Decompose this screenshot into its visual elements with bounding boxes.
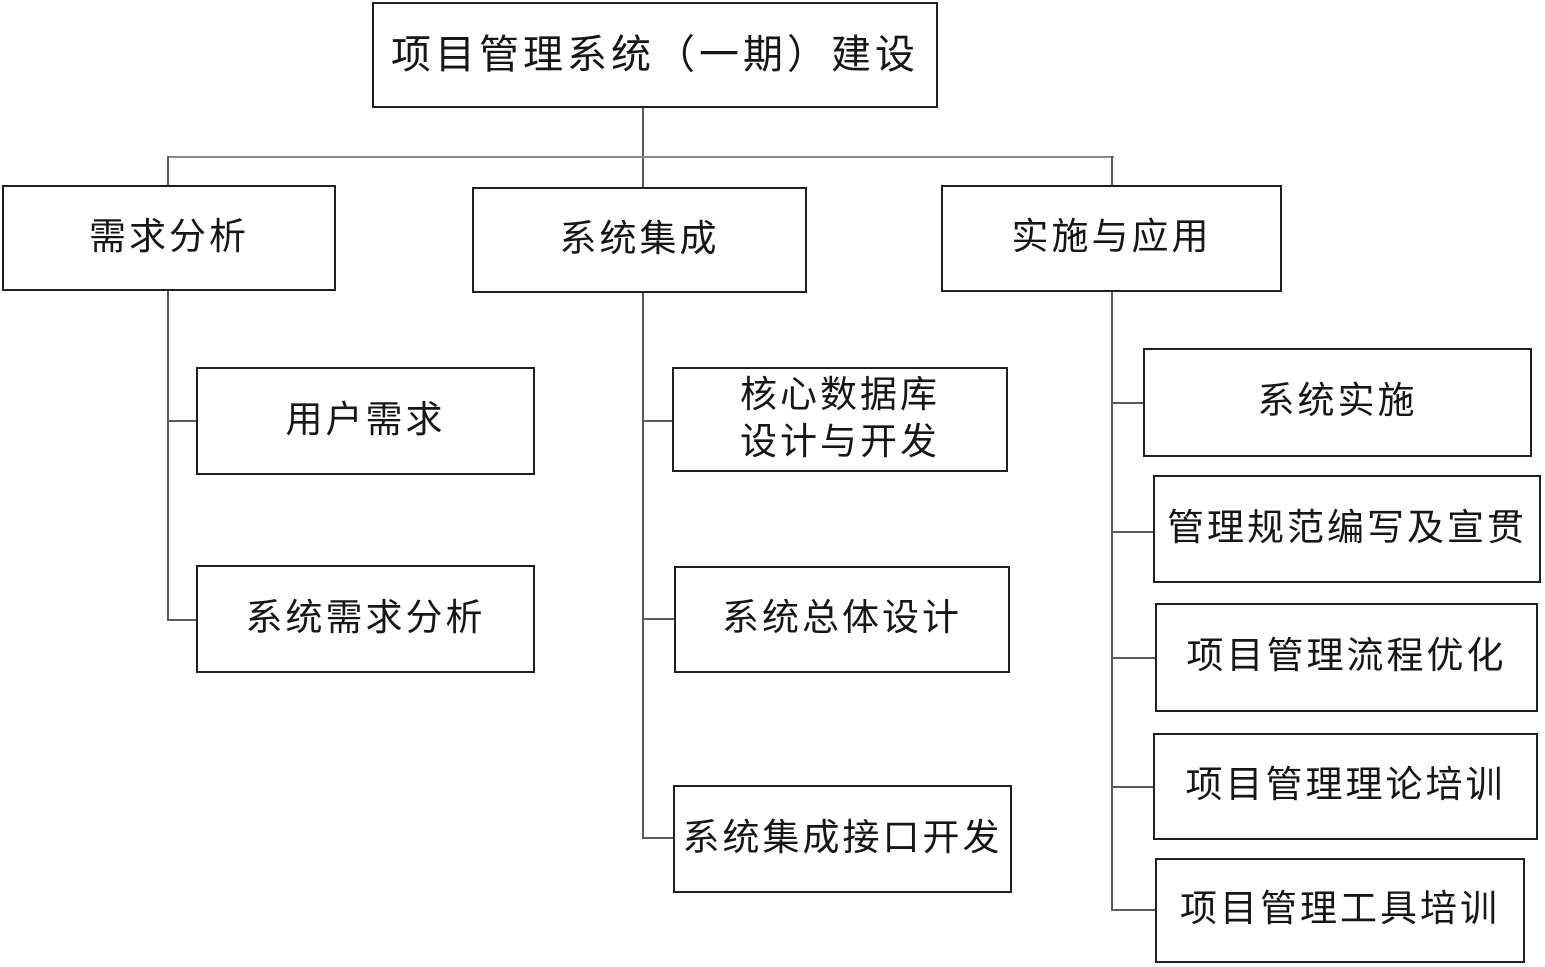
connector-trunk-left: [167, 291, 169, 621]
leaf-node-project-management-tool-training: 项目管理工具培训: [1155, 858, 1525, 963]
connector-stub-middle-3: [642, 837, 674, 839]
leaf-node-system-implementation: 系统实施: [1143, 348, 1532, 457]
leaf-node-system-overall-design: 系统总体设计: [674, 566, 1010, 673]
connector-trunk-right: [1111, 292, 1113, 911]
connector-stub-right-3: [1111, 657, 1156, 659]
connector-trunk-middle: [642, 293, 644, 839]
leaf-node-project-management-process-optimization: 项目管理流程优化: [1155, 603, 1538, 712]
branch-node-implementation-application: 实施与应用: [941, 185, 1282, 292]
leaf-node-system-requirements-analysis: 系统需求分析: [196, 565, 535, 673]
leaf-node-management-standards-writing-promotion: 管理规范编写及宣贯: [1153, 475, 1541, 583]
connector-stub-right-2: [1111, 531, 1154, 533]
branch-node-system-integration: 系统集成: [472, 187, 807, 293]
leaf-node-project-management-theory-training: 项目管理理论培训: [1153, 733, 1538, 840]
connector-stub-left-1: [167, 420, 197, 422]
connector-drop-right: [1111, 156, 1113, 186]
connector-stub-middle-1: [642, 420, 673, 422]
leaf-node-user-requirements: 用户需求: [196, 367, 535, 475]
connector-stub-right-5: [1111, 909, 1156, 911]
leaf-node-core-database-design-development: 核心数据库 设计与开发: [672, 367, 1008, 472]
connector-stub-right-4: [1111, 786, 1154, 788]
connector-stub-middle-2: [642, 618, 675, 620]
connector-stub-left-2: [167, 619, 197, 621]
connector-root-vertical: [642, 108, 644, 187]
root-node-project-title: 项目管理系统（一期）建设: [372, 2, 938, 108]
connector-stub-right-1: [1111, 402, 1144, 404]
branch-node-requirements-analysis: 需求分析: [2, 185, 336, 291]
connector-drop-left: [167, 156, 169, 186]
leaf-node-system-integration-interface-development: 系统集成接口开发: [673, 785, 1012, 893]
connector-main-horizontal: [167, 156, 1114, 158]
